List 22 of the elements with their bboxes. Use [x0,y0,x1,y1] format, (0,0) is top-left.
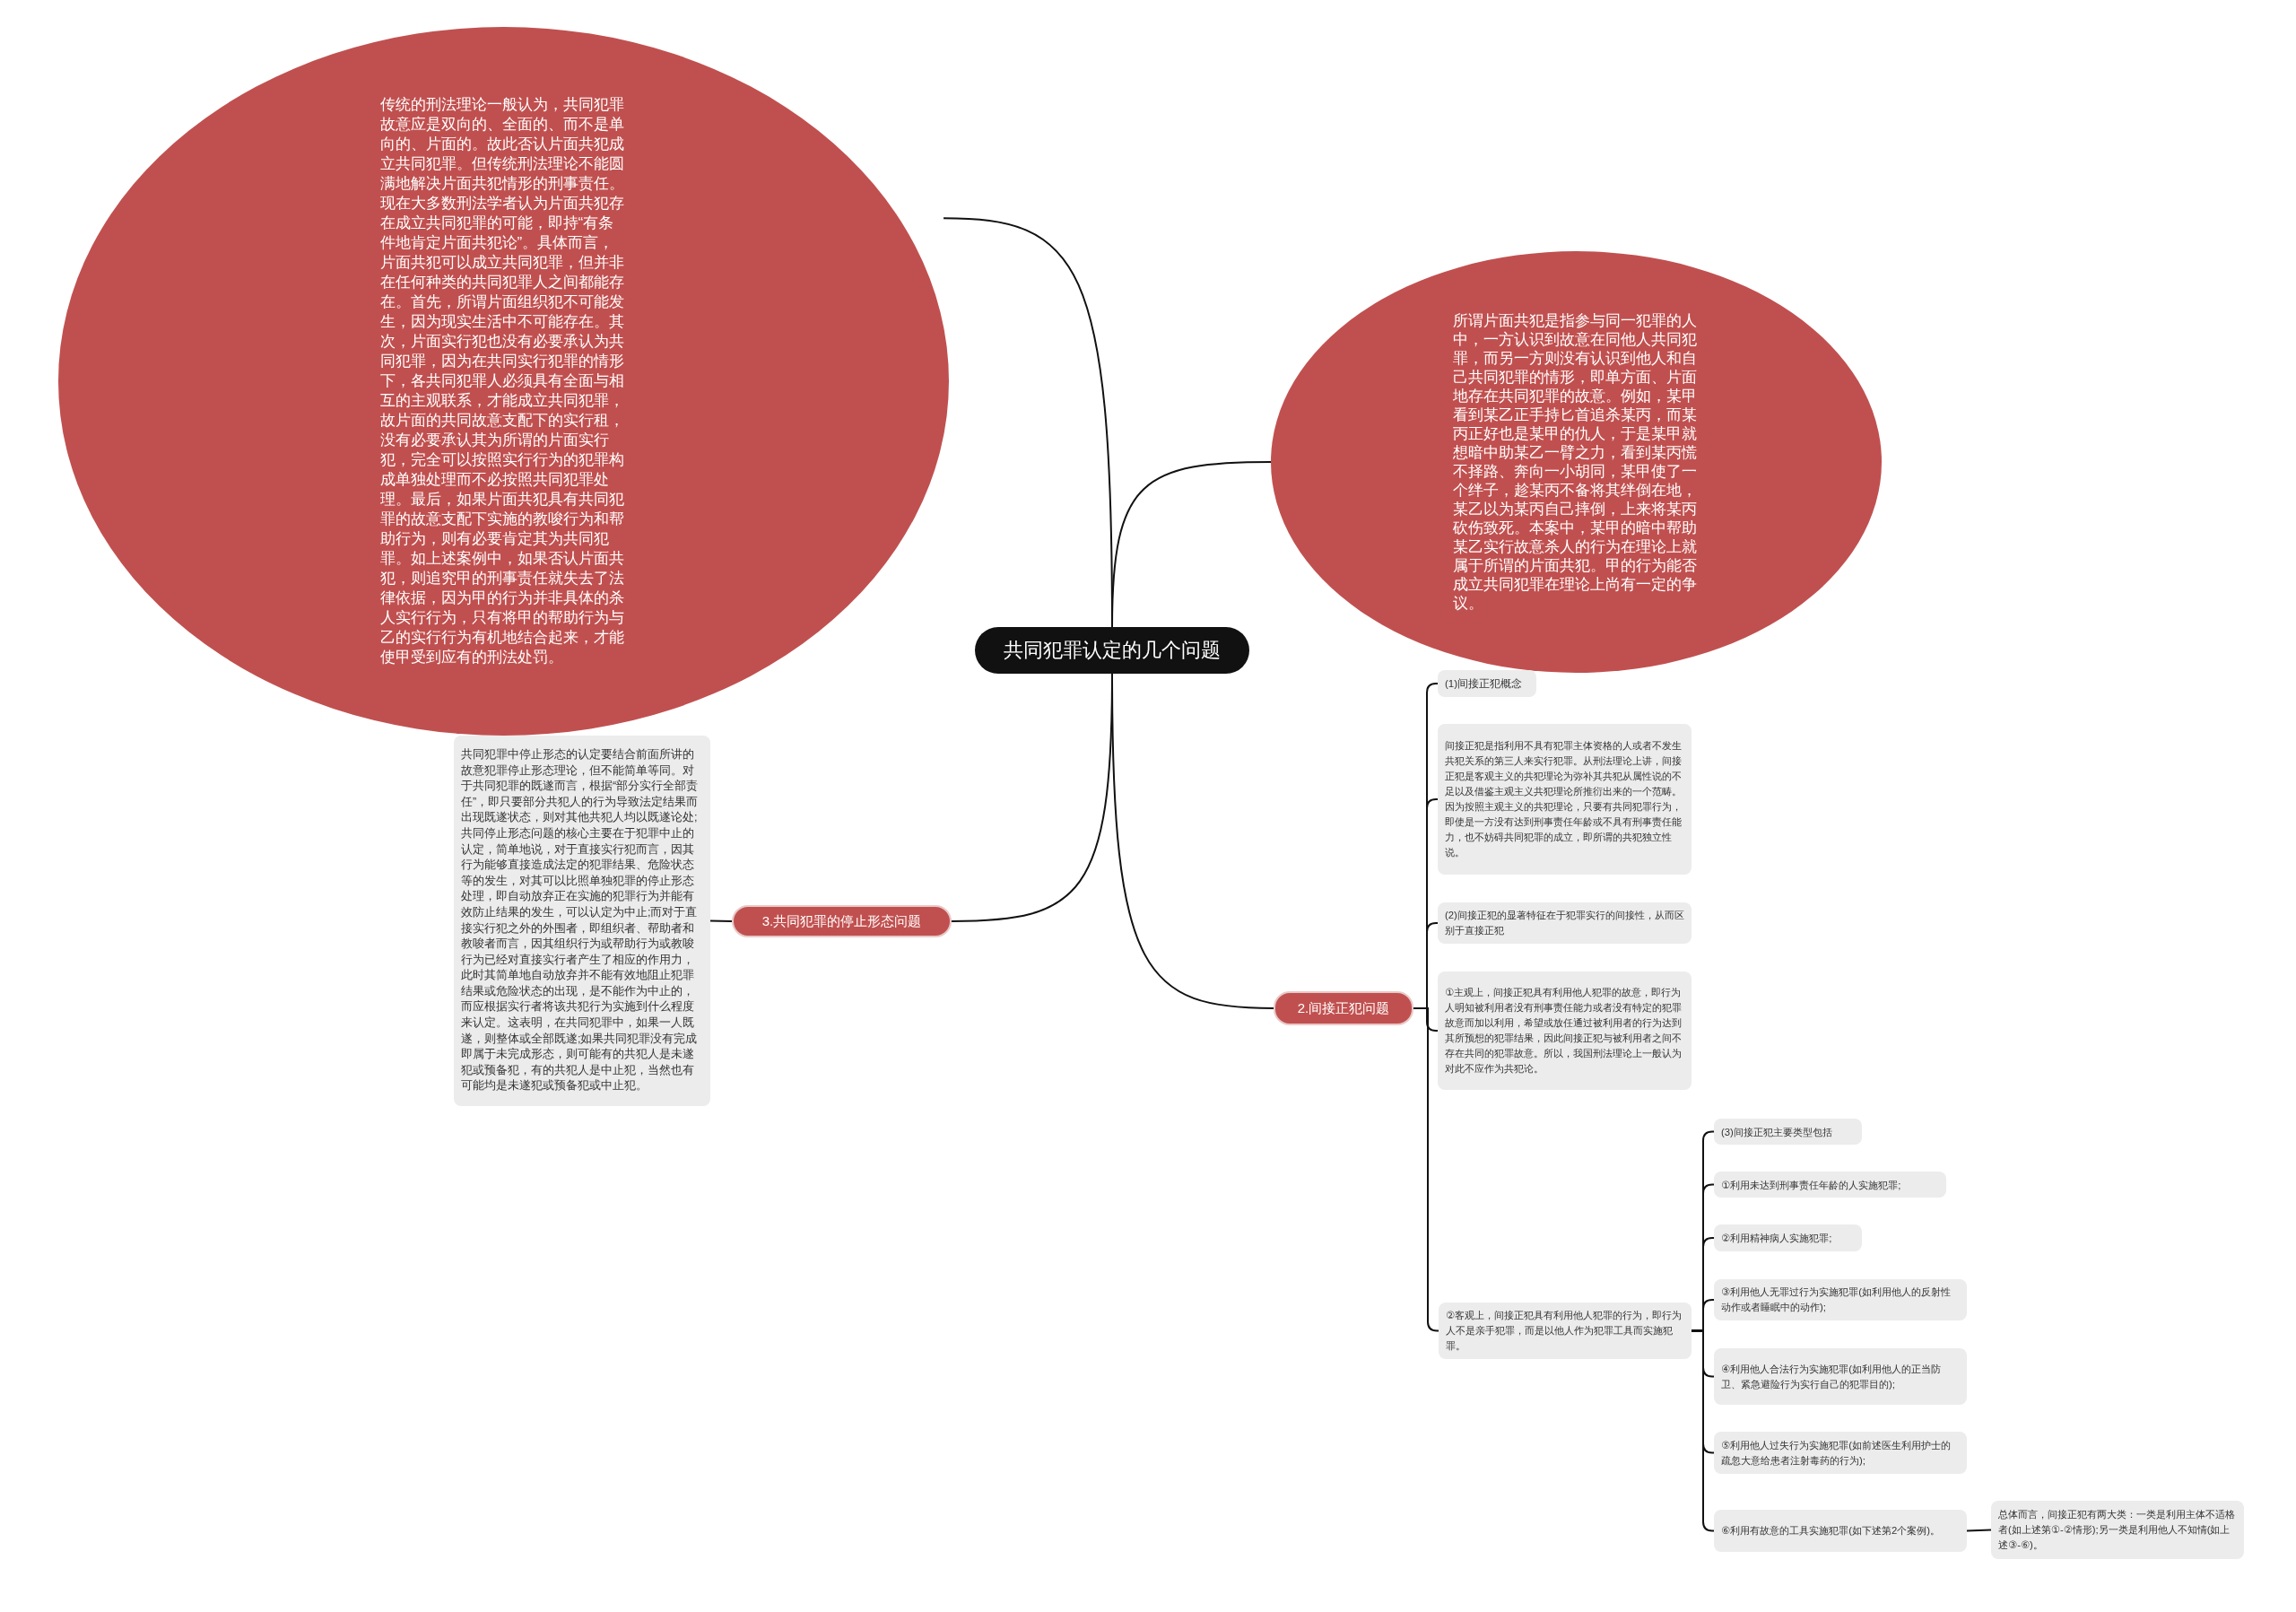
connector-line [1966,1529,1992,1532]
text-card: (3)间接正犯主要类型包括 [1714,1119,1862,1145]
text-card: ⑥利用有故意的工具实施犯罪(如下述第2个案例)。 [1714,1510,1967,1552]
text-card: ⑤利用他人过失行为实施犯罪(如前述医生利用护士的疏忽大意给患者注射毒药的行为); [1714,1432,1967,1474]
text-bubble: 传统的刑法理论一般认为，共同犯罪故意应是双向的、全面的、而不是单向的、片面的。故此否认片面共犯成立共同犯罪。但传统刑法理论不能圆满地解决片面共犯情形的刑事责任。现在大多数刑法学者认为片面共犯存在成立共同犯罪的可能，即持“有条件地肯定片面共犯论”。具体而言，片面共犯可以成立共同犯罪，但并非在任何种类的共同犯罪人之间都能存在。首先，所谓片面组织犯不可能发生，因为现实生活中不可能存在。其次，片面实行犯也没有必要承认为共同犯罪，因为在共同实行犯罪的情形下，各共同犯罪人必须具有全面与相互的主观联系，才能成立共同犯罪，故片面的共同故意支配下的实行租，没有必要承认其为所谓的片面实行犯，完全可以按照实行行为的犯罪构成单独处理而不必按照共同犯罪处理。最后，如果片面共犯具有共同犯罪的故意支配下实施的教唆行为和帮助行为，则有必要肯定其为共同犯罪。如上述案例中，如果否认片面共犯，则追究甲的刑事责任就失去了法律依据，因为甲的行为并非具体的杀人实行行为，只有将甲的帮助行为与乙的实行行为有机地结合起来，才能使甲受到应有的刑法处罚。 [58,27,949,736]
text-card: 间接正犯是指利用不具有犯罪主体资格的人或者不发生共犯关系的第三人来实行犯罪。从刑法理论上讲，间接正犯是客观主义的共犯理论为弥补其共犯从属性说的不足以及借鉴主观主义共犯理论所推衍出来的一个范畴。因为按照主观主义的共犯理论，只要有共同犯罪行为，即使是一方没有达到刑事责任年龄或不具有刑事责任能力，也不妨碍共同犯罪的成立，即所谓的共犯独立性说。 [1438,724,1692,875]
text-card: ③利用他人无罪过行为实施犯罪(如利用他人的反射性动作或者睡眠中的动作); [1714,1279,1967,1320]
connector-line [1691,1329,1715,1532]
text-card: ②客观上，间接正犯具有利用他人犯罪的行为，即行为人不是亲手犯罪，而是以他人作为犯罪工具而实施犯罪。 [1439,1303,1692,1359]
connector-line [709,919,733,922]
text-card: 共同犯罪中停止形态的认定要结合前面所讲的故意犯罪停止形态理论，但不能简单等同。对于共同犯罪的既遂而言，根据“部分实行全部责任”，即只要部分共犯人的行为导致法定结果而出现既遂状态，则对其他共犯人均以既遂论处;共同停止形态问题的核心主要在于犯罪中止的认定，简单地说，对于直接实行犯而言，因其行为能够直接造成法定的犯罪结果、危险状态等的发生，对其可以比照单独犯罪的停止形态处理，即自动放弃正在实施的犯罪行为并能有效防止结果的发生，可以认定为中止;而对于直接实行犯之外的外围者，即组织者、帮助者和教唆者而言，因其组织行为或帮助行为或教唆行为已经对直接实行者产生了相应的作用力，此时其简单地自动放弃并不能有效地阻止犯罪结果或危险状态的出现，是不能作为中止的，而应根据实行者将该共犯行为实施到什么程度来认定。这表明，在共同犯罪中，如果一人既遂，则整体或全部既遂;如果共同犯罪没有完成即属于未完成形态，则可能有的共犯人是未遂犯或预备犯，有的共犯人是中止犯，当然也有可能均是未遂犯或预备犯或中止犯。 [454,736,710,1106]
text-card: 总体而言，间接正犯有两大类：一类是利用主体不适格者(如上述第①-②情形);另一类是利用他人不知情(如上述③-⑥)。 [1991,1501,2244,1559]
branch-topic-pill: 3.共同犯罪的停止形态问题 [732,905,952,937]
text-card: (2)间接正犯的显著特征在于犯罪实行的间接性，从而区别于直接正犯 [1438,902,1692,944]
central-topic-pill: 共同犯罪认定的几个问题 [975,627,1249,674]
text-bubble: 所谓片面共犯是指参与同一犯罪的人中，一方认识到故意在同他人共同犯罪，而另一方则没有认识到他人和自己共同犯罪的情形，即单方面、片面地存在共同犯罪的故意。例如，某甲看到某乙正手持匕首追杀某丙，而某丙正好也是某甲的仇人，于是某甲就想暗中助某乙一臂之力，看到某丙慌不择路、奔向一小胡同，某甲使了一个绊子，趁某丙不备将其绊倒在地，某乙以为某丙自己摔倒，上来将某丙砍伤致死。本案中，某甲的暗中帮助某乙实行故意杀人的行为在理论上就属于所谓的片面共犯。甲的行为能否成立共同犯罪在理论上尚有一定的争议。 [1271,251,1882,673]
text-card: (1)间接正犯概念 [1438,670,1536,697]
text-card: ①利用未达到刑事责任年龄的人实施犯罪; [1714,1172,1946,1198]
branch-topic-pill: 2.间接正犯问题 [1274,991,1413,1025]
text-card: ①主观上，间接正犯具有利用他人犯罪的故意，即行为人明知被利用者没有刑事责任能力或者没有特定的犯罪故意而加以利用，希望或放任通过被利用者的行为达到其所预想的犯罪结果，因此间接正犯与被利用者之间不存在共同的犯罪故意。所以，我国刑法理论上一般认为对此不应作为共犯论。 [1438,972,1692,1090]
text-card: ②利用精神病人实施犯罪; [1714,1224,1862,1251]
text-card: ④利用他人合法行为实施犯罪(如利用他人的正当防卫、紧急避险行为实行自己的犯罪目的); [1714,1348,1967,1405]
